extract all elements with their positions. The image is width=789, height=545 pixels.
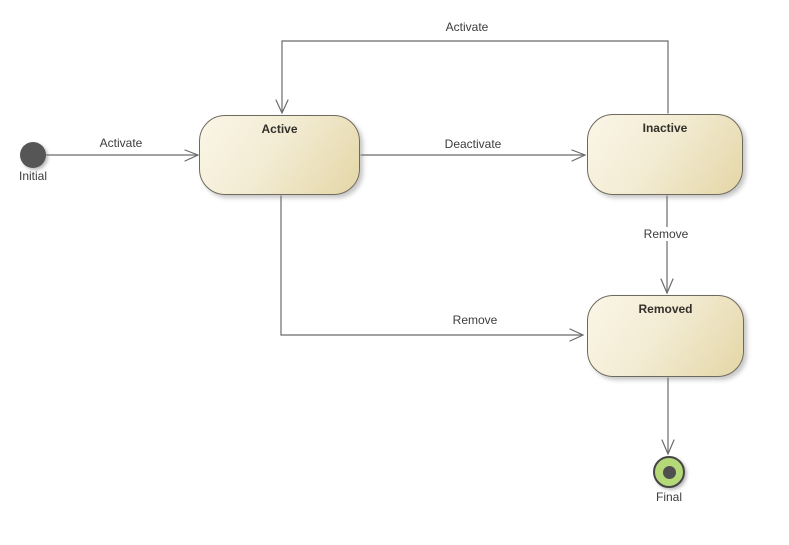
initial-state-node[interactable]: [20, 142, 46, 168]
transition-inactive-to-active-line[interactable]: [281, 40, 669, 114]
transition-removed-to-final-arrowhead-icon: [661, 439, 675, 456]
transition-inactive-to-removed-arrowhead-icon: [660, 278, 674, 295]
state-inactive[interactable]: Inactive: [587, 114, 743, 195]
state-active[interactable]: Active: [199, 115, 360, 195]
transition-initial-to-active-arrowhead-icon: [184, 149, 200, 162]
transition-inactive-to-active-arrowhead-icon: [275, 99, 289, 115]
transition-active-to-removed-line[interactable]: [280, 195, 583, 336]
state-removed[interactable]: Removed: [587, 295, 744, 377]
state-active-title: Active: [261, 122, 298, 136]
transition-label-remove-horizontal: Remove: [452, 313, 498, 327]
state-inactive-title: Inactive: [642, 121, 688, 135]
transition-label-remove-vertical: Remove: [640, 227, 692, 241]
final-state-dot-icon: [662, 465, 676, 479]
initial-state-label: Initial: [18, 169, 48, 183]
transition-label-initial-activate: Activate: [99, 136, 143, 150]
transition-label-deactivate: Deactivate: [444, 137, 502, 151]
final-state-label: Final: [655, 490, 683, 504]
transition-active-to-inactive-arrowhead-icon: [571, 149, 587, 162]
state-removed-title: Removed: [638, 302, 693, 316]
transition-active-to-removed-arrowhead-icon: [569, 328, 585, 342]
final-state-node[interactable]: [653, 456, 685, 488]
transition-label-top-activate: Activate: [445, 20, 489, 34]
